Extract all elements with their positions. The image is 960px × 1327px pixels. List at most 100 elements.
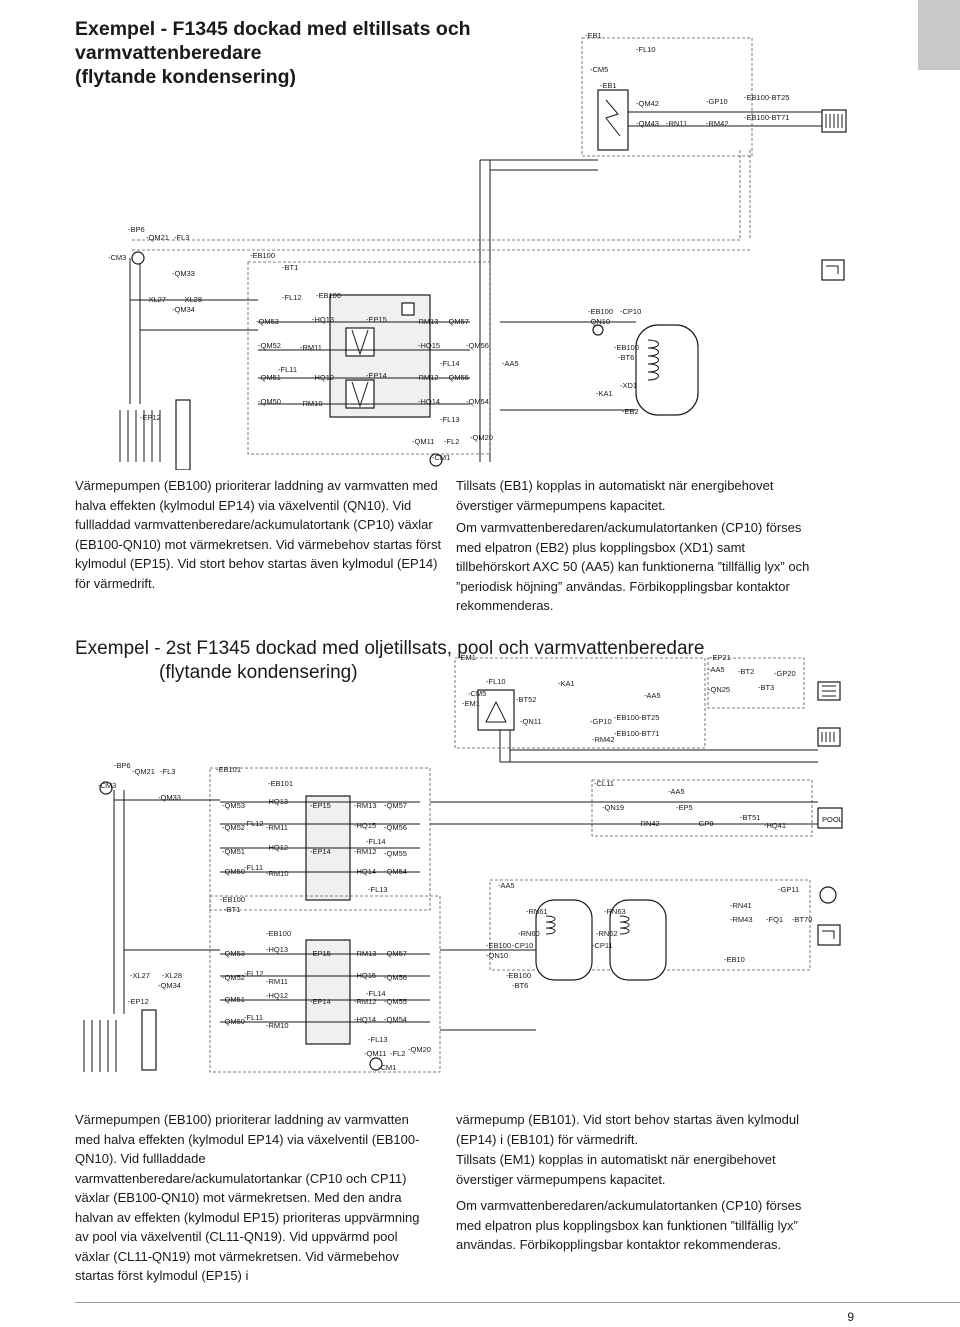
diagram1-label-13: -FL3: [174, 233, 189, 242]
diagram2-label-87: -QM56: [384, 973, 407, 982]
diagram2-label-74: -HQ13: [266, 945, 288, 954]
diagram1-label-50: -QM54: [466, 397, 489, 406]
diagram2-label-88: -FL14: [366, 989, 386, 998]
circulation-pump-gp11-icon: [819, 886, 837, 904]
water-heater-tank-cp11: [609, 899, 667, 981]
diagram2-label-67: -RN62: [596, 929, 618, 938]
diagram1-label-52: -EP12: [140, 413, 161, 422]
water-heater-tank-cp10-2: [535, 899, 593, 981]
heat-pump-unit: [329, 294, 431, 418]
diagram2-label-34: -FL12: [244, 819, 264, 828]
diagram2-label-15: -EB100-BT25: [614, 713, 659, 722]
diagram2-label-95: -QM50: [222, 1017, 245, 1026]
diagram1-label-55: -FL2: [444, 437, 459, 446]
diagram2-label-6: -GP20: [774, 669, 796, 678]
description-1-right-p1: Tillsats (EB1) kopplas in automatiskt nä…: [456, 478, 774, 513]
diagram2-label-85: -RM11: [266, 977, 288, 986]
heat-pump-unit-eb100: [305, 939, 351, 1045]
diagram2-label-61: -RN41: [730, 901, 752, 910]
diagram2-label-20: -FL3: [160, 767, 175, 776]
borehole-icon: [175, 399, 191, 470]
diagram2-label-39: -GP9: [696, 819, 714, 828]
diagram2-label-98: -HQ14: [354, 1015, 376, 1024]
diagram1-label-6: -RN11: [666, 119, 687, 128]
diagram2-label-76: -RM13: [354, 949, 377, 958]
diagram2-label-18: -BP6: [114, 761, 131, 770]
description-2-right-p2: Tillsats (EM1) kopplas in automatiskt nä…: [456, 1152, 776, 1187]
section-heading-2: Exempel - 2st F1345 dockad med oljetills…: [75, 637, 775, 685]
diagram2-label-46: -EP14: [310, 847, 331, 856]
diagram2-label-56: -GP11: [778, 885, 799, 894]
diagram2-label-86: -HQ15: [354, 971, 376, 980]
diagram1-label-45: -XD1: [620, 381, 637, 390]
diagram2-label-52: -HQ14: [354, 867, 376, 876]
diagram1-label-25: -EP15: [366, 315, 387, 324]
diagram2-label-60: -RN63: [604, 907, 626, 916]
page-number: 9: [847, 1310, 854, 1324]
heading-1-line-1: Exempel - F1345 dockad med eltillsats oc…: [75, 18, 471, 65]
diagram2-label-83: -QM52: [222, 973, 245, 982]
ground-collector-icon-2: [83, 1020, 117, 1072]
pool-label: POOL: [822, 815, 843, 824]
diagram2-label-27: -HQ13: [266, 797, 288, 806]
diagram1-label-43: -RM12: [416, 373, 439, 382]
diagram2-label-2: -FL10: [486, 677, 506, 686]
diagram1-label-21: -EB100: [316, 291, 341, 300]
diagram2-label-78: -EB100: [506, 971, 531, 980]
diagram1-label-27: -QM57: [446, 317, 469, 326]
diagram1-label-9: -EB100-BT25: [744, 93, 789, 102]
diagram1-label-5: -QM43: [636, 119, 659, 128]
description-1-left: Värmepumpen (EB100) prioriterar laddning…: [75, 478, 442, 591]
diagram2-label-49: -QM50: [222, 867, 245, 876]
diagram2-label-14: -GP10: [590, 717, 612, 726]
diagram2-label-92: -RM12: [354, 997, 377, 1006]
diagram2-label-89: -QM51: [222, 995, 245, 1004]
compressor-module-ep15: [345, 327, 375, 357]
diagram2-label-42: -HQ41: [764, 821, 786, 830]
diagram2-label-71: -CP11: [592, 941, 613, 950]
diagram2-label-9: -AA5: [644, 691, 661, 700]
diagram1-label-11: -BP6: [128, 225, 145, 234]
expansion-vessel-cm3-icon: [131, 251, 145, 265]
diagram2-label-37: -QM56: [384, 823, 407, 832]
diagram2-label-10: -QN25: [708, 685, 730, 694]
description-2-right-p1: värmepump (EB101). Vid stort behov start…: [456, 1112, 799, 1147]
cl11-boundary: [591, 779, 813, 837]
diagram1-label-47: -QM50: [258, 397, 281, 406]
diagram1-label-2: -CM5: [590, 65, 608, 74]
control-panel-icon: [401, 302, 415, 316]
diagram2-label-5: -BT2: [738, 667, 754, 676]
diagram2-label-47: -RM12: [354, 847, 377, 856]
diagram2-label-33: -QM52: [222, 823, 245, 832]
em1-boundary: [454, 657, 706, 749]
ep21-boundary: [707, 657, 805, 709]
diagram1-label-26: -RM13: [416, 317, 439, 326]
diagram1-label-23: -QM53: [256, 317, 279, 326]
diagram2-label-50: -FL11: [244, 863, 263, 872]
diagram2-label-31: -QN19: [602, 803, 624, 812]
pool-icon: [817, 807, 843, 829]
diagram2-label-75: -EP15: [310, 949, 331, 958]
diagram2-label-103: -QM20: [408, 1045, 431, 1054]
diagram2-label-82: -QM34: [158, 981, 181, 990]
diagram2-label-7: -CM5: [468, 689, 486, 698]
diagram1-label-44: -QM55: [446, 373, 469, 382]
oil-burner-icon: [477, 689, 515, 731]
diagram2-label-17: -EB100-BT71: [614, 729, 659, 738]
diagram2-label-100: -FL13: [368, 1035, 388, 1044]
diagram1-label-12: -QM21: [146, 233, 169, 242]
description-1-right-p2: Om varmvattenberedaren/ackumulatortanken…: [456, 520, 810, 613]
diagram1-label-40: -QM51: [258, 373, 281, 382]
radiator-icon-2: [817, 727, 841, 747]
expansion-vessel-cm1-icon: [429, 453, 443, 467]
diagram2-label-29: -RM13: [354, 801, 377, 810]
section-heading-1: Exempel - F1345 dockad med eltillsats oc…: [75, 17, 595, 89]
diagram2-label-32: -AA5: [668, 787, 685, 796]
diagram1-label-24: -HQ13: [312, 315, 334, 324]
diagram2-label-68: -EB100: [486, 941, 511, 950]
diagram2-label-66: -RN60: [518, 929, 540, 938]
tap-water-icon: [821, 259, 845, 281]
diagram2-label-0: -EM1: [458, 653, 476, 662]
diagram2-label-45: -HQ12: [266, 843, 288, 852]
schematic-diagram-1: -EB1-FL10-CM5-EB1-QM42-QM43-RN11-GP10-RM…: [108, 31, 847, 470]
